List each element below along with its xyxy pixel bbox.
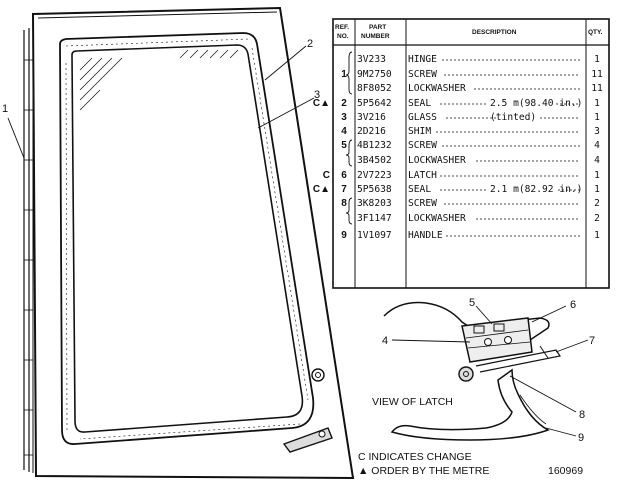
row-detail: 2.5 m(98.40 in.)	[490, 98, 582, 109]
row-part-number: 5P5638	[357, 184, 392, 195]
row-ref-no: 7	[341, 184, 347, 195]
row-ref-no: 2	[341, 98, 347, 109]
row-qty: 1	[594, 112, 600, 123]
row-qty: 4	[594, 140, 600, 151]
row-qty: 3	[594, 126, 600, 137]
row-description: GLASS	[408, 112, 437, 123]
door-outline	[31, 6, 355, 480]
callout-8: 8	[579, 409, 585, 421]
callout-9: 9	[578, 432, 584, 444]
row-part-number: 5P5642	[357, 98, 392, 109]
bottom-bracket	[282, 427, 333, 453]
row-qty: 11	[591, 69, 603, 80]
row-ref-no: 5	[341, 140, 347, 151]
row-ref-no: 9	[341, 230, 347, 241]
figure-number: 160969	[548, 465, 583, 477]
header-description: DESCRIPTION	[472, 29, 517, 36]
row-detail: (tinted)	[490, 112, 536, 123]
callout-5: 5	[469, 297, 475, 309]
row-part-number: 9M2750	[357, 69, 392, 80]
row-part-number: 3V233	[357, 54, 386, 65]
header-ref-no-2: NO.	[337, 33, 349, 40]
handle	[390, 368, 550, 441]
row-description: LOCKWASHER	[408, 83, 466, 94]
row-part-number: 3V216	[357, 112, 386, 123]
glass-reflection	[79, 49, 239, 111]
row-part-number: 4B1232	[357, 140, 392, 151]
table-leaders	[436, 59, 580, 237]
row-qty: 2	[594, 198, 600, 209]
row-part-number: 3F1147	[357, 213, 392, 224]
callout-4: 4	[382, 335, 388, 347]
row-description: SCREW	[408, 198, 437, 209]
row-change-mark: C	[323, 170, 330, 181]
header-part-number-2: NUMBER	[361, 33, 390, 40]
row-part-number: 1V1097	[357, 230, 392, 241]
row-ref-no: 6	[341, 170, 347, 181]
hinge-strip	[23, 27, 34, 473]
header-ref-no: REF.	[335, 24, 349, 31]
note-change: C INDICATES CHANGE	[358, 451, 472, 463]
latch-body	[461, 317, 533, 363]
callout-6: 6	[570, 299, 576, 311]
row-description: SEAL	[408, 184, 431, 195]
callout-3: 3	[314, 89, 320, 101]
callout-2: 2	[307, 38, 313, 50]
row-ref-no: 3	[341, 112, 347, 123]
callout-1: 1	[2, 103, 8, 115]
row-qty: 11	[591, 83, 603, 94]
row-ref-no: 8	[341, 198, 347, 209]
row-part-number: 8F8052	[357, 83, 392, 94]
row-change-mark: C▲	[313, 184, 330, 195]
row-description: SCREW	[408, 140, 437, 151]
latch-knob	[311, 368, 325, 382]
latch-caption: VIEW OF LATCH	[372, 396, 453, 408]
row-description: SEAL	[408, 98, 431, 109]
row-qty: 4	[594, 155, 600, 166]
row-qty: 1	[594, 184, 600, 195]
glass-outline	[71, 44, 304, 433]
row-description: SCREW	[408, 69, 437, 80]
row-description: LOCKWASHER	[408, 213, 466, 224]
row-ref-no: 4	[341, 126, 347, 137]
note-order-by-metre: ▲ ORDER BY THE METRE	[358, 465, 489, 477]
row-qty: 1	[594, 230, 600, 241]
row-part-number: 3B4502	[357, 155, 392, 166]
row-qty: 1	[594, 170, 600, 181]
row-ref-no: 1	[341, 69, 347, 80]
row-qty: 1	[594, 98, 600, 109]
header-qty: QTY.	[588, 29, 603, 36]
row-description: HANDLE	[408, 230, 443, 241]
seal-outline	[59, 32, 315, 445]
latch-detail	[383, 301, 589, 441]
row-description: LOCKWASHER	[408, 155, 466, 166]
row-part-number: 2D216	[357, 126, 386, 137]
row-qty: 1	[594, 54, 600, 65]
row-change-mark: C▲	[313, 98, 330, 109]
door-illustration	[7, 6, 355, 480]
callout-7: 7	[589, 335, 595, 347]
row-part-number: 2V7223	[357, 170, 392, 181]
parts-table	[332, 18, 610, 289]
row-detail: 2.1 m(82.92 in.)	[490, 184, 582, 195]
row-description: LATCH	[408, 170, 437, 181]
row-description: SHIM	[408, 126, 431, 137]
row-part-number: 3K8203	[357, 198, 392, 209]
row-description: HINGE	[408, 54, 437, 65]
row-qty: 2	[594, 213, 600, 224]
header-part-number: PART	[369, 24, 386, 31]
